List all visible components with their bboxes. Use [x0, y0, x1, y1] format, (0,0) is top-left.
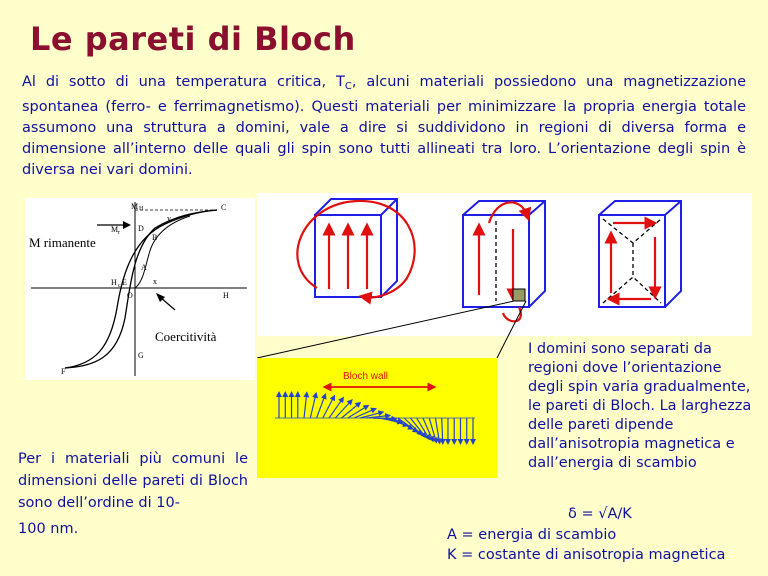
spin-arrow	[353, 407, 378, 419]
spin-arrow	[315, 393, 327, 419]
label-H: H	[223, 291, 229, 300]
slide-title: Le pareti di Bloch	[30, 20, 356, 58]
spin-arrow	[360, 410, 385, 419]
spin-arrow	[439, 417, 446, 445]
spin-arrow	[341, 401, 362, 419]
spin-arrow	[366, 412, 392, 419]
label-coercivity: Coercitività	[155, 329, 217, 344]
label-E: E	[122, 278, 127, 287]
label-y: y	[167, 214, 171, 223]
label-A: A	[141, 263, 147, 272]
intro-text-1: Al di sotto di una temperatura critica, …	[22, 74, 345, 90]
definition-A: A = energia di scambio	[447, 527, 617, 543]
label-C: C	[221, 203, 226, 212]
spin-arrow	[322, 394, 336, 419]
label-B: B	[152, 233, 157, 242]
label-Mr-sub: r	[118, 230, 120, 236]
spin-arrow	[422, 417, 434, 443]
spin-arrow	[409, 417, 427, 439]
spin-arrow	[434, 417, 442, 445]
spin-arrow	[309, 391, 319, 419]
label-F: F	[61, 367, 66, 376]
label-G: G	[138, 351, 144, 360]
label-remanent: M rimanente	[29, 235, 96, 250]
spin-arrow	[397, 417, 419, 433]
spin-arrow	[347, 404, 370, 419]
spin-arrow	[403, 417, 423, 436]
spin-arrow	[428, 417, 438, 444]
label-MH: M	[131, 202, 138, 211]
definitions: A = energia di scambio K = costante di a…	[447, 525, 725, 565]
label-Hc-sub: c	[118, 283, 121, 289]
label-Mr: M	[111, 225, 118, 234]
hysteresis-figure: M H C H M r D B y A H c E x O G F M rima…	[25, 198, 255, 380]
spin-arrow	[303, 391, 310, 419]
width-formula: δ = √A/K	[568, 506, 632, 522]
label-O: O	[127, 291, 133, 300]
intro-text-2: , alcuni materiali possiedono una magnet…	[22, 74, 746, 178]
intro-paragraph: Al di sotto di una temperatura critica, …	[22, 72, 746, 181]
label-MH-sub: H	[139, 206, 144, 212]
spin-arrow	[391, 417, 414, 430]
domain-structure-figure	[257, 193, 752, 336]
intro-subscript: C	[344, 81, 352, 92]
left-note: Per i materiali più comuni le dimensioni…	[18, 448, 248, 540]
left-note-last: 100 nm.	[18, 521, 79, 537]
definition-K: K = costante di anisotropia magnetica	[447, 547, 726, 563]
left-note-main: Per i materiali più comuni le dimensioni…	[18, 451, 248, 511]
right-note: I domini sono separati da regioni dove l…	[528, 341, 752, 471]
label-D: D	[138, 224, 144, 233]
label-x: x	[153, 277, 157, 286]
bloch-wall-figure: Bloch wall	[257, 358, 497, 478]
bloch-wall-label: Bloch wall	[343, 371, 388, 382]
spin-arrow	[334, 399, 353, 419]
spin-arrow	[328, 396, 345, 419]
label-Hc: H	[111, 278, 117, 287]
spin-arrow	[416, 417, 431, 441]
